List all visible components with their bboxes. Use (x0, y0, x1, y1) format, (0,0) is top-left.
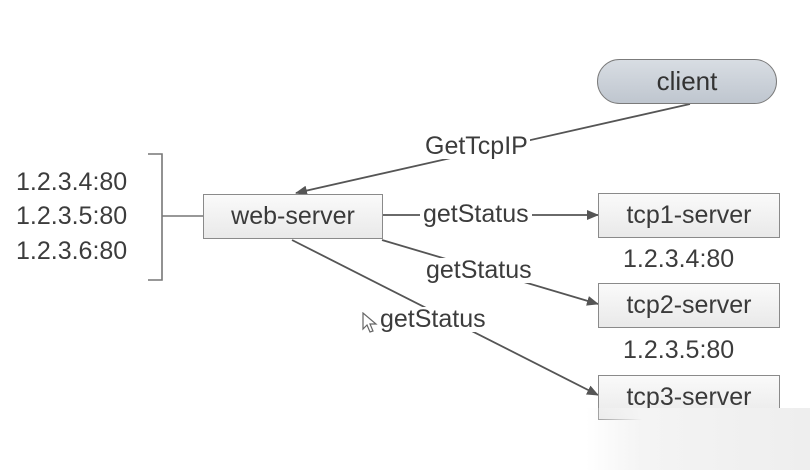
ip-list-item-2: 1.2.3.5:80 (16, 202, 128, 230)
edge-label-get-status-1: getStatus (420, 202, 532, 227)
tcp1-server-node: tcp1-server (598, 193, 780, 238)
client-node: client (597, 59, 777, 104)
ip-list-bracket (148, 153, 163, 281)
tcp2-address: 1.2.3.5:80 (623, 336, 735, 364)
tcp1-address: 1.2.3.4:80 (623, 245, 735, 273)
web-server-node: web-server (203, 194, 383, 239)
tcp2-server-node: tcp2-server (598, 283, 780, 328)
edge-label-get-status-2: getStatus (424, 256, 534, 284)
mouse-cursor-icon (362, 312, 378, 333)
watermark-blur (586, 408, 810, 470)
edge-label-get-status-3: getStatus (378, 305, 488, 333)
ip-list-item-1: 1.2.3.4:80 (16, 168, 128, 196)
edge-label-get-tcp-ip: GetTcpIP (423, 132, 530, 160)
ip-list-item-3: 1.2.3.6:80 (16, 237, 128, 265)
